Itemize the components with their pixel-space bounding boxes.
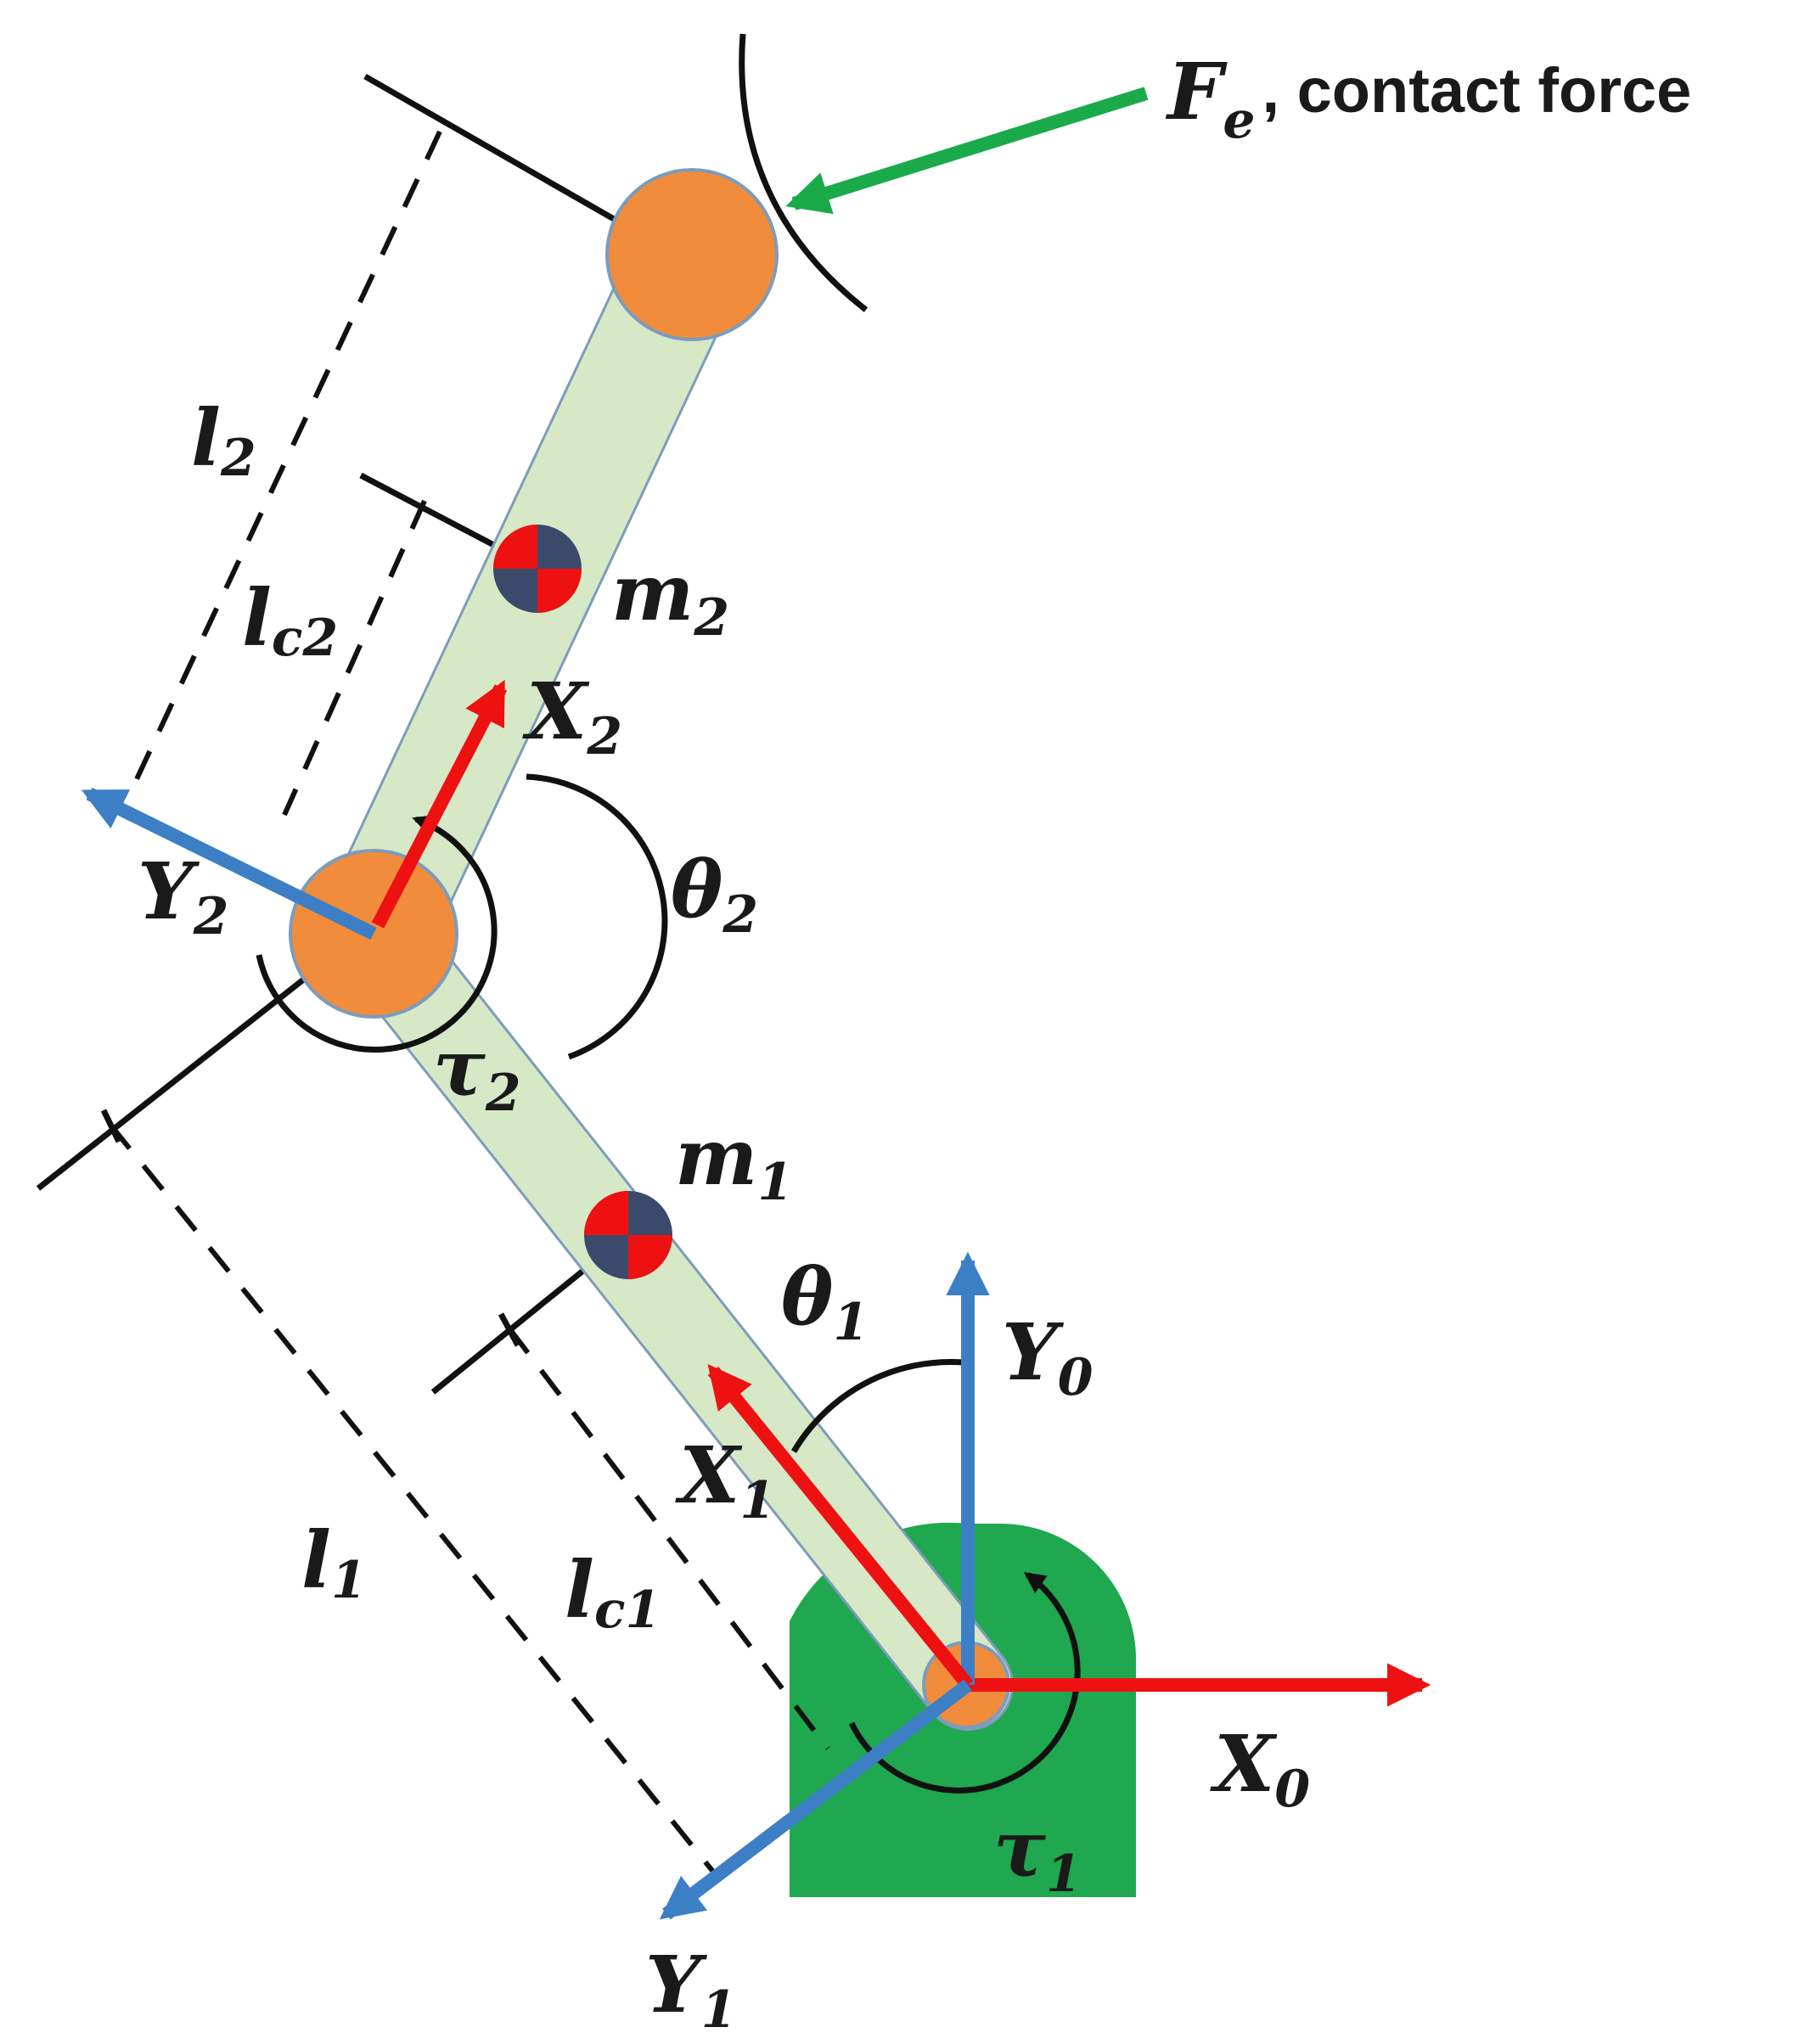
dimension-lines [108,130,830,1873]
theta2-arc [526,773,668,1060]
y1-axis [659,1679,972,1920]
label-y1: Y1 [645,1939,736,2040]
label-contact-force: Fe, contact force [1165,46,1691,150]
com-marker-2 [493,525,582,613]
label-m2: m2 [611,547,729,648]
tau1-arc [848,1572,1081,1794]
label-y2: Y2 [138,845,228,946]
label-l2: l2 [191,392,256,488]
com-marker-1 [584,1191,672,1279]
contact-force-arrow [785,87,1149,215]
frame-axes [81,679,1431,1920]
end-effector [605,168,779,341]
y2-axis [81,787,377,941]
tau2-arc [256,815,498,1053]
label-x1: X1 [675,1429,775,1530]
label-x2: X2 [522,665,622,766]
label-lc1: lc1 [565,1544,661,1640]
label-y0: Y0 [1002,1306,1094,1407]
contact-surface [739,33,869,312]
label-l1: l1 [301,1514,367,1610]
label-tau2: τ2 [433,1022,521,1123]
theta1-arc [790,1359,964,1453]
label-theta2: θ2 [671,844,758,945]
x1-axis [707,1364,974,1690]
label-lc2: lc2 [242,572,338,668]
label-tau1: τ1 [993,1803,1082,1904]
x2-axis [371,679,508,929]
label-theta1: θ1 [781,1251,869,1352]
label-m1: m1 [675,1111,793,1212]
label-x0: X0 [1210,1718,1310,1819]
